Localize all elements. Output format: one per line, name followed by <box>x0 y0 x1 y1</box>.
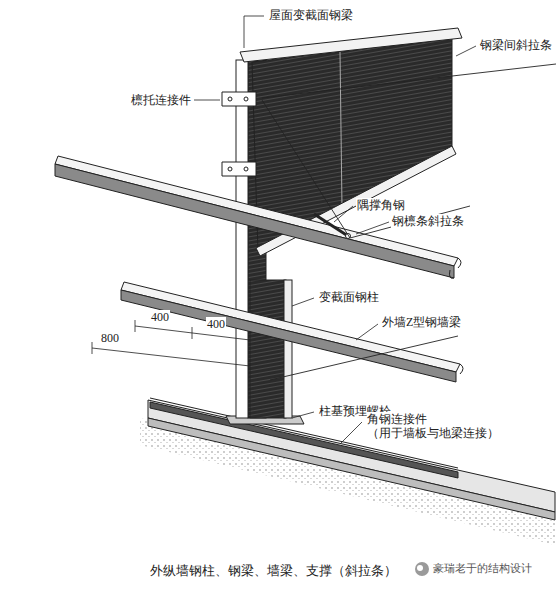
dimension: 400 <box>150 310 170 324</box>
part-label: 钢梁间斜拉条 <box>479 38 553 52</box>
part-label: 变截面钢柱 <box>318 290 380 304</box>
part-label: 屋面变截面钢梁 <box>268 8 354 22</box>
figure-caption: 外纵墙钢柱、钢梁、墙梁、支撑（斜拉条） <box>150 562 397 580</box>
part-label: 外墙Z型钢墙梁 <box>381 315 462 329</box>
dimension: 400 <box>206 317 226 331</box>
watermark: 豪瑞老于的结构设计 <box>432 562 533 576</box>
part-label: 钢檩条斜拉条 <box>391 214 465 228</box>
part-label: 檩托连接件 <box>130 93 192 107</box>
part-label: 隅撑角钢 <box>356 198 406 212</box>
dimension: 800 <box>100 331 120 345</box>
part-label: 角钢连接件 （用于墙板与地梁连接） <box>366 412 518 440</box>
